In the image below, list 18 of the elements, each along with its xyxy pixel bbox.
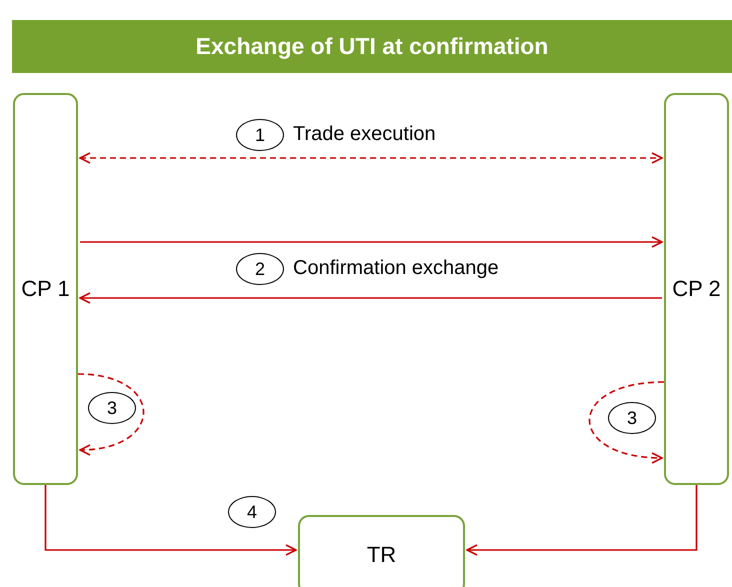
arrow xyxy=(588,381,664,464)
arrow xyxy=(44,485,297,556)
title-banner: Exchange of UTI at confirmation xyxy=(12,20,732,73)
step-number-marker: 3 xyxy=(88,392,136,424)
party-box: CP 1 xyxy=(13,93,78,485)
step-label: Confirmation exchange xyxy=(293,257,499,280)
arrow xyxy=(79,152,663,164)
step-number-marker: 1 xyxy=(236,119,284,151)
arrow xyxy=(78,373,144,456)
arrow xyxy=(80,236,663,248)
arrow xyxy=(79,292,662,304)
party-box: CP 2 xyxy=(664,93,729,485)
step-label: Trade execution xyxy=(293,123,436,146)
step-number-marker: 2 xyxy=(236,253,284,285)
party-box: TR xyxy=(298,515,465,587)
step-number-marker: 4 xyxy=(228,496,276,528)
step-number-marker: 3 xyxy=(608,402,656,434)
arrow xyxy=(466,485,698,556)
